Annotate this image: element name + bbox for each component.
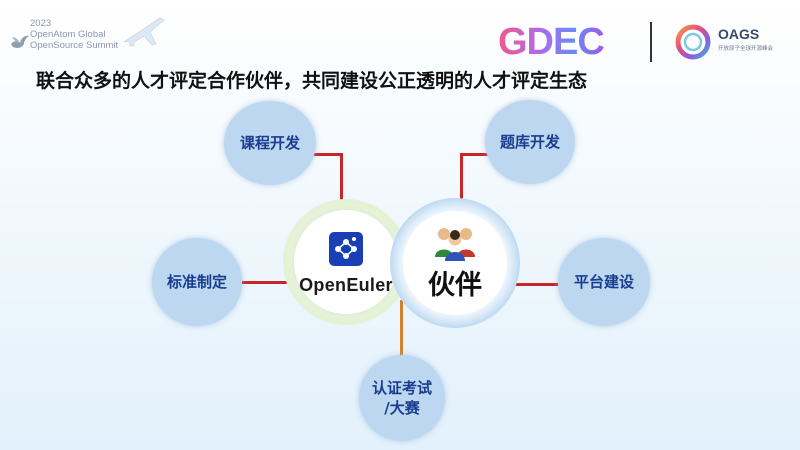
node-course-development: 课程开发: [224, 101, 316, 185]
summit-name-line1: OpenAtom Global: [30, 29, 106, 40]
oags-ring-icon: [675, 24, 711, 60]
connector-top-right-vertical: [460, 153, 463, 201]
header-divider: [650, 22, 652, 62]
connector-top-right: [460, 153, 496, 156]
node-question-bank-label: 题库开发: [499, 133, 560, 151]
connector-top-left-vertical: [340, 153, 343, 208]
node-standards: 标准制定: [152, 238, 242, 326]
partner-label: 伙伴: [428, 269, 482, 301]
summit-year: 2023: [30, 18, 52, 29]
partner-circle: 伙伴: [403, 211, 507, 315]
node-certification-label-line2: /大赛: [384, 399, 420, 417]
node-platform-label: 平台建设: [573, 273, 634, 291]
node-course-development-label: 课程开发: [239, 134, 300, 152]
oags-logo-text: OAGS: [718, 26, 760, 42]
summit-logo-text: 2023 OpenAtom Global OpenSource Summit: [30, 18, 118, 51]
connector-bottom: [400, 300, 403, 358]
connector-left: [238, 281, 296, 284]
openeuler-label: OpenEuler: [299, 274, 393, 295]
summit-name-line2: OpenSource Summit: [30, 40, 119, 51]
plane-icon: [123, 17, 165, 47]
openeuler-circle: OpenEuler: [294, 210, 398, 314]
oags-subtitle: 开放原子全球开源峰会: [718, 46, 774, 52]
dove-icon: [11, 35, 29, 48]
page-title: 联合众多的人才评定合作伙伴，共同建设公正透明的人才评定生态: [36, 70, 588, 92]
gdec-logo: GDEC: [498, 21, 605, 63]
node-question-bank: 题库开发: [485, 100, 575, 184]
people-group-icon: [435, 227, 475, 261]
connector-top-left: [303, 153, 343, 156]
connector-right: [514, 283, 564, 286]
openeuler-cube-icon: [329, 231, 363, 266]
node-platform: 平台建设: [558, 238, 650, 326]
node-certification: 认证考试 /大赛: [359, 355, 445, 441]
node-standards-label: 标准制定: [166, 273, 227, 291]
node-certification-label-line1: 认证考试: [371, 379, 432, 397]
